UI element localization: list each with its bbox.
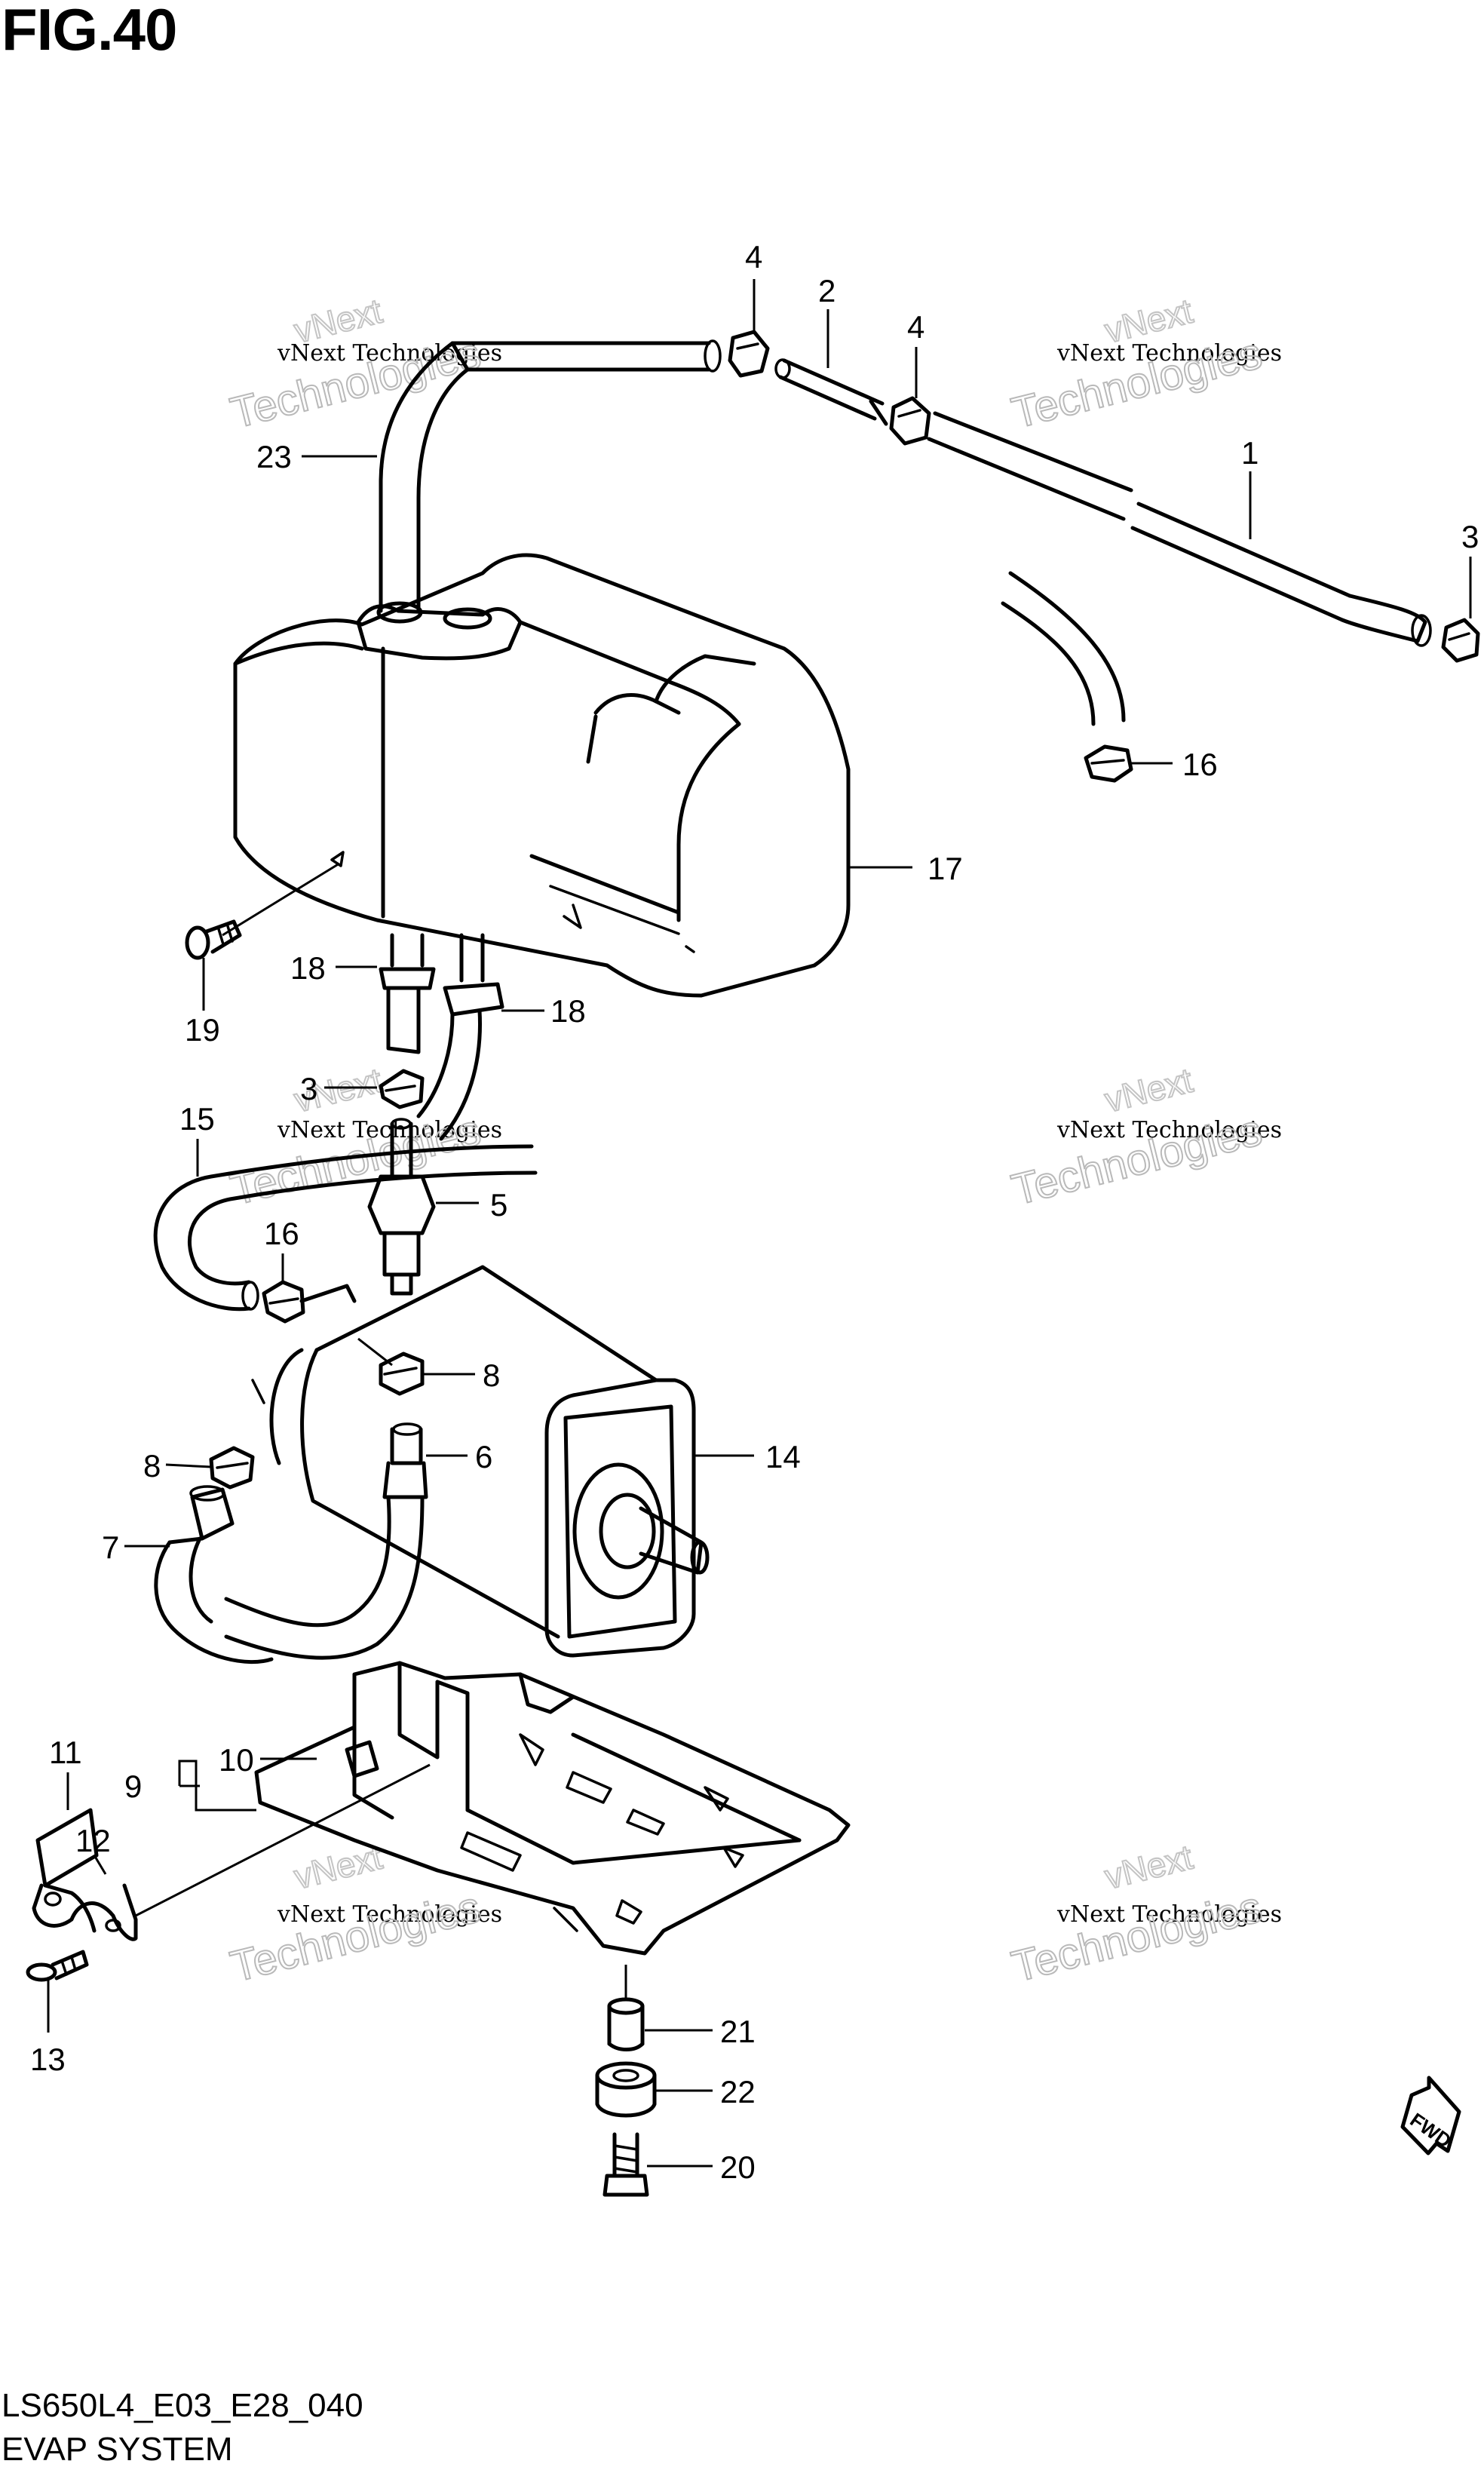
- watermark-bottom-left: vNext vNext Technologies Technologies: [225, 1836, 502, 1993]
- callout-17: 17: [928, 851, 963, 886]
- callout-15: 15: [179, 1101, 215, 1137]
- callout-5: 5: [490, 1187, 507, 1223]
- part-7-hose: [154, 1485, 274, 1665]
- svg-text:vNext Technologies: vNext Technologies: [277, 1901, 502, 1928]
- callout-16b: 16: [264, 1216, 299, 1251]
- part-22-grommet: [595, 2061, 657, 2118]
- callout-11: 11: [49, 1735, 82, 1770]
- callout-leaders: [47, 279, 1472, 2168]
- callout-6: 6: [475, 1439, 492, 1474]
- callout-21: 21: [720, 2014, 756, 2049]
- part-23-hose: [379, 339, 722, 613]
- callout-9: 9: [124, 1769, 142, 1804]
- part-3-clamp-middle: [379, 1069, 425, 1109]
- callout-18a: 18: [290, 950, 326, 986]
- part-16-clamp-top: [1001, 571, 1133, 783]
- callout-22: 22: [720, 2074, 756, 2109]
- svg-text:vNext Technologies: vNext Technologies: [277, 1117, 502, 1143]
- watermark-middle-right: vNext vNext Technologies Technologies: [1006, 1060, 1282, 1216]
- callout-12: 12: [75, 1823, 111, 1858]
- svg-text:vNext Technologies: vNext Technologies: [1056, 1117, 1282, 1143]
- callout-20: 20: [720, 2149, 756, 2185]
- part-18-pipe-left: [379, 933, 436, 1054]
- part-19-screw: [185, 919, 242, 960]
- part-20-bolt: [602, 2132, 649, 2197]
- svg-text:vNext Technologies: vNext Technologies: [1056, 1901, 1282, 1928]
- part-2-short-hose: [774, 358, 888, 426]
- part-18-pipe-right: [416, 933, 504, 1141]
- callout-7: 7: [102, 1530, 119, 1565]
- callout-23: 23: [256, 439, 292, 474]
- callout-13: 13: [30, 2042, 66, 2077]
- callout-8b: 8: [143, 1448, 161, 1483]
- part-4-clamp-right: [889, 396, 931, 446]
- svg-text:Technologies: Technologies: [1007, 1882, 1266, 1992]
- fwd-arrow-icon: FWD: [1400, 2076, 1461, 2155]
- callout-3a: 3: [1461, 519, 1479, 554]
- svg-text:vNext: vNext: [1101, 1060, 1197, 1120]
- part-9-bracket: [254, 1661, 851, 1956]
- part-15-hose: [153, 1144, 538, 1312]
- callout-8a: 8: [483, 1358, 500, 1393]
- callout-19: 19: [185, 1012, 220, 1048]
- part-8-clamp-upper: [379, 1352, 425, 1396]
- svg-text:Technologies: Technologies: [225, 1882, 485, 1992]
- watermark-top-right: vNext vNext Technologies Technologies: [1006, 290, 1282, 439]
- callout-1: 1: [1241, 435, 1259, 471]
- part-8-clamp-lower: [209, 1446, 255, 1490]
- callout-10: 10: [219, 1742, 254, 1778]
- svg-text:vNext Technologies: vNext Technologies: [1056, 340, 1282, 367]
- watermark-top-left: vNext vNext Technologies Technologies: [225, 290, 502, 439]
- part-13-bolt: [26, 1950, 89, 1982]
- part-3-clamp-right-end: [1441, 618, 1480, 663]
- svg-text:vNext: vNext: [1101, 1837, 1197, 1897]
- callout-2: 2: [818, 273, 836, 308]
- figure-name: EVAP SYSTEM: [2, 2431, 233, 2468]
- callout-labels: 4 2 4 1 3 23 16 17 19 18 18 3 15 5 16 8 …: [30, 239, 1479, 2185]
- callout-3b: 3: [300, 1071, 317, 1106]
- part-16-clamp-middle: [262, 1280, 357, 1324]
- part-1-long-hose: [927, 411, 1432, 647]
- figure-code: LS650L4_E03_E28_040: [2, 2387, 363, 2424]
- part-11-clamp: [32, 1808, 138, 1941]
- watermark-bottom-right: vNext vNext Technologies Technologies: [1006, 1836, 1282, 1993]
- part-14-canister: [251, 1265, 710, 1658]
- callout-4b: 4: [907, 309, 924, 345]
- callout-18b: 18: [550, 993, 586, 1029]
- part-4-clamp-left: [728, 330, 770, 378]
- figure-title: FIG.40: [2, 0, 177, 63]
- callout-4a: 4: [745, 239, 762, 275]
- part-17-cover: [233, 553, 851, 998]
- callout-14: 14: [765, 1439, 801, 1474]
- part-6-hose: [224, 1422, 428, 1660]
- part-21-collar: [607, 1997, 645, 2051]
- callout-16a: 16: [1182, 747, 1218, 782]
